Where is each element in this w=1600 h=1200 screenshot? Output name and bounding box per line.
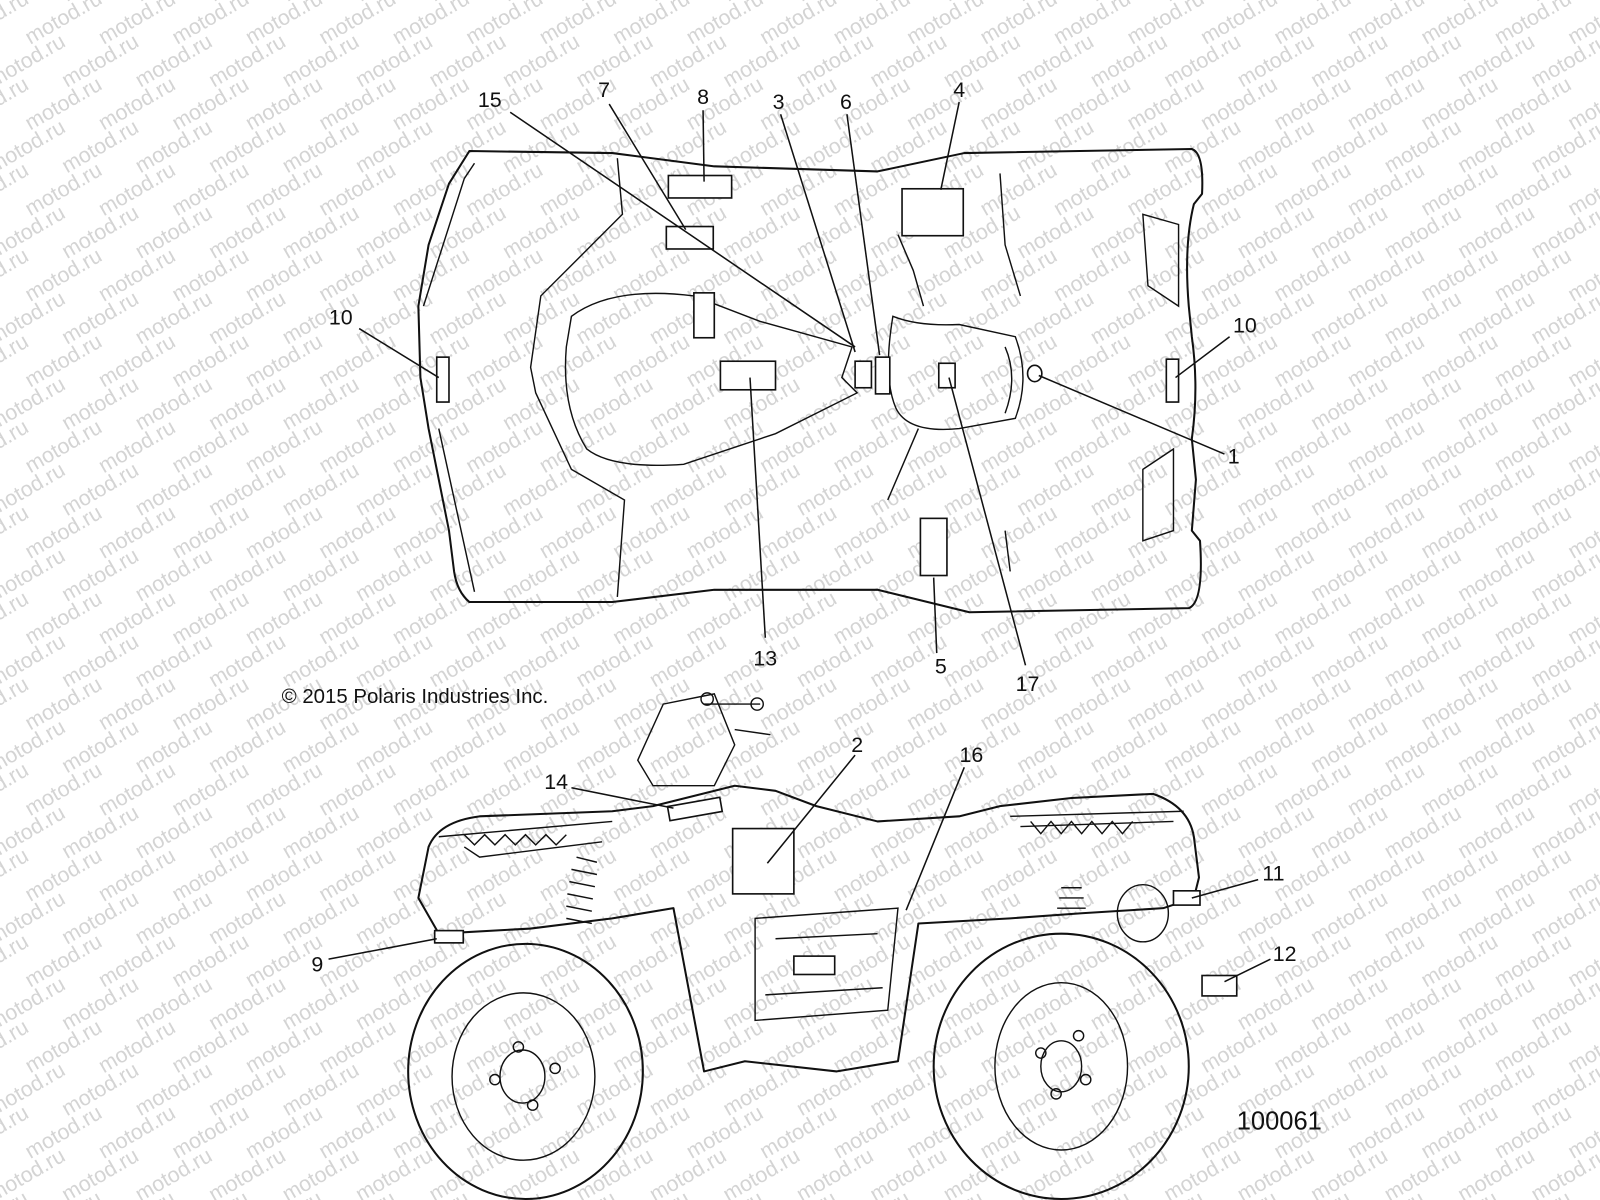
decal-14 bbox=[666, 796, 724, 822]
front-wheel bbox=[932, 932, 1190, 1200]
callout-15: 15 bbox=[478, 88, 502, 112]
decal-8 bbox=[667, 174, 733, 199]
figure-number: 100061 bbox=[1237, 1108, 1322, 1136]
rear-shock bbox=[566, 856, 598, 925]
atv-top-view bbox=[417, 147, 1204, 614]
copyright-text: © 2015 Polaris Industries Inc. bbox=[282, 686, 549, 708]
callout-11: 11 bbox=[1262, 862, 1284, 886]
decal-6 bbox=[874, 356, 891, 395]
atv-side-view bbox=[417, 692, 1200, 1073]
callout-10-front: 10 bbox=[1233, 314, 1257, 338]
callout-4: 4 bbox=[953, 78, 965, 102]
callout-2: 2 bbox=[851, 733, 863, 757]
callout-6: 6 bbox=[840, 90, 852, 114]
side-view-decals bbox=[433, 796, 1238, 997]
callout-12: 12 bbox=[1273, 942, 1297, 966]
decal-16-area bbox=[793, 955, 836, 976]
decal-17 bbox=[937, 362, 956, 389]
decal-10-rear bbox=[435, 356, 450, 403]
callout-1: 1 bbox=[1228, 444, 1240, 468]
callout-9: 9 bbox=[311, 952, 323, 976]
side-view-callouts: 2 14 16 11 12 9 bbox=[311, 733, 1296, 976]
decal-15 bbox=[693, 292, 716, 339]
callout-5: 5 bbox=[935, 654, 947, 678]
callout-13: 13 bbox=[753, 646, 777, 670]
callout-8: 8 bbox=[697, 85, 709, 109]
wheels bbox=[407, 932, 1190, 1200]
top-view-callouts: 15 7 8 3 6 4 10 10 1 13 5 17 bbox=[329, 78, 1257, 696]
callout-10-rear: 10 bbox=[329, 305, 353, 329]
side-view-leaders bbox=[328, 754, 1271, 983]
callout-16: 16 bbox=[960, 743, 984, 767]
callout-14: 14 bbox=[544, 770, 568, 794]
callout-3: 3 bbox=[773, 90, 785, 114]
top-view-body-outline bbox=[417, 147, 1204, 614]
seat-outline bbox=[564, 292, 859, 467]
callout-7: 7 bbox=[598, 78, 610, 102]
decal-2 bbox=[731, 827, 795, 895]
decal-11 bbox=[1172, 890, 1201, 906]
rear-wheel bbox=[407, 942, 644, 1200]
decal-10-front bbox=[1165, 358, 1180, 403]
decal-3 bbox=[854, 360, 873, 389]
decal-13 bbox=[719, 360, 777, 391]
top-view-leaders bbox=[358, 101, 1231, 666]
decal-7 bbox=[665, 225, 715, 250]
side-view-body-outline bbox=[417, 784, 1200, 1073]
callout-17: 17 bbox=[1016, 672, 1040, 696]
decal-1 bbox=[1026, 364, 1043, 383]
top-view-decals bbox=[435, 174, 1180, 577]
decal-9 bbox=[433, 929, 465, 944]
decal-4 bbox=[901, 187, 965, 237]
decal-5 bbox=[919, 517, 948, 577]
